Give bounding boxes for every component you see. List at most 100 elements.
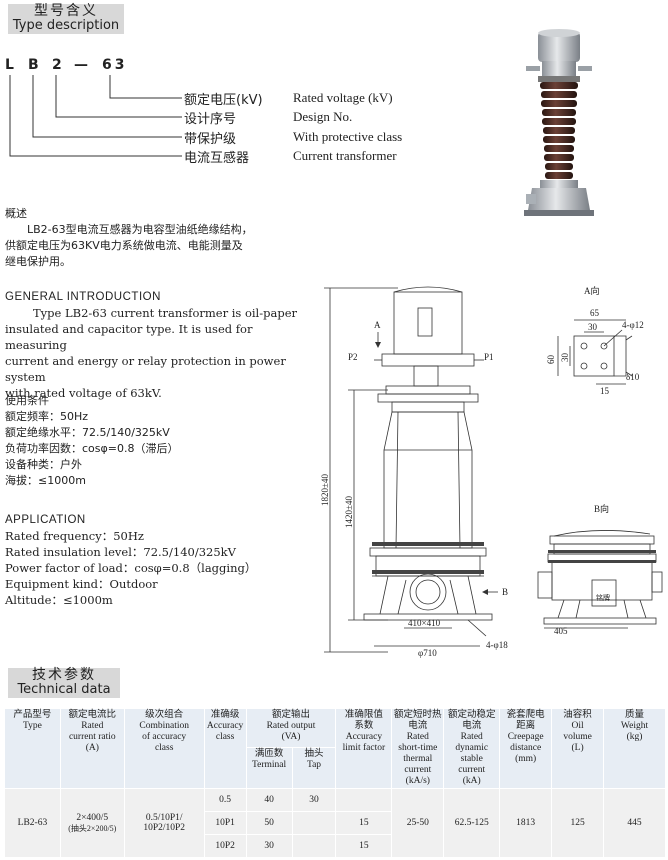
cell-tap — [291, 834, 337, 858]
conditions-cn-line: 额定频率：50Hz — [5, 410, 89, 423]
cell-accuracy-class: 10P2 — [203, 834, 247, 858]
conditions-cn-line: 额定绝缘水平：72.5/140/325kV — [5, 426, 170, 439]
legend-en-ct: Current transformer — [293, 148, 397, 163]
application-line: Power factor of load：cosφ=0.8（lagging） — [5, 561, 257, 575]
cell-dynamic-current: 62.5-125 — [443, 788, 501, 858]
technical-data-heading: 技术参数 Technical data — [8, 667, 120, 698]
legend-cn-protective: 带保护级 — [184, 132, 237, 147]
cell-limit-factor: 15 — [335, 811, 393, 835]
dim-bolt: 4-φ18 — [486, 640, 508, 650]
a-dim-holes: 4-φ12 — [622, 320, 644, 330]
arrow-a-label: A — [374, 320, 381, 330]
dim-total-height: 1820±40 — [320, 474, 330, 506]
conditions-cn-line: 设备种类：户外 — [5, 458, 82, 471]
a-dim-thick: δ10 — [626, 372, 640, 382]
legend-en-design: Design No. — [293, 109, 353, 124]
type-description-heading: 型号含义 Type description — [8, 3, 124, 34]
cell-terminal: 30 — [245, 834, 293, 858]
dim-body-height: 1420±40 — [344, 496, 354, 528]
dim-base-dia: φ710 — [418, 648, 437, 658]
general-introduction: GENERAL INTRODUCTION Type LB2-63 current… — [5, 289, 305, 401]
view-a-title: A向 — [584, 285, 600, 296]
dim-base-holes: 410×410 — [408, 618, 441, 628]
overview-cn-line: 供额定电压为63KV电力系统做电流、电能测量及 — [5, 239, 243, 252]
cell-weight: 445 — [603, 788, 666, 858]
a-dim-15: 15 — [600, 386, 610, 396]
code-char-63: 63 — [102, 57, 128, 73]
cell-accuracy-combination: 0.5/10P1/ 10P2/10P2 — [123, 788, 205, 858]
application-line: Rated frequency：50Hz — [5, 529, 144, 543]
cell-accuracy-class: 10P1 — [203, 811, 247, 835]
cell-terminal: 50 — [245, 811, 293, 835]
code-char-2: 2 — [52, 57, 62, 73]
p2-label: P2 — [348, 352, 358, 362]
a-dim-30-side: 30 — [560, 353, 570, 363]
legend-cn-voltage: 额定电压(kV) — [184, 93, 263, 108]
a-dim-60: 60 — [546, 355, 556, 365]
view-b-detail: B向 405 铭牌 — [537, 503, 663, 636]
general-introduction-line: insulated and capacitor type. It is used… — [5, 322, 253, 352]
cell-ratio: 2×400/5 (抽头2×200/5) — [59, 788, 125, 858]
p1-label: P1 — [484, 352, 494, 362]
application: APPLICATION Rated frequency：50Hz Rated i… — [5, 512, 305, 608]
legend-en-protective: With protective class — [293, 129, 403, 144]
conditions-cn-line: 负荷功率因数：cosφ=0.8（滞后） — [5, 442, 179, 455]
overview-cn-line: LB2-63型电流互感器为电容型油纸绝缘结构， — [27, 223, 253, 236]
code-char-b: B — [28, 57, 39, 73]
overview-cn-line: 继电保护用。 — [5, 255, 71, 268]
cell-terminal: 40 — [245, 788, 293, 812]
code-char-dash: — — [74, 57, 88, 73]
legend-en-voltage: Rated voltage (kV) — [293, 90, 393, 105]
view-b-title: B向 — [594, 503, 609, 514]
cell-type: LB2-63 — [4, 788, 61, 858]
table-row: 10P2 30 15 — [5, 834, 666, 858]
dim-b-width: 405 — [554, 626, 568, 636]
general-introduction-line: with rated voltage of 63kV. — [5, 386, 162, 400]
cell-thermal-current: 25-50 — [391, 788, 445, 858]
table-row: 10P1 50 15 — [5, 811, 666, 835]
general-introduction-line: current and energy or relay protection i… — [5, 354, 286, 384]
cell-tap — [291, 811, 337, 835]
type-description-heading-en: Type description — [12, 18, 120, 34]
product-photo — [524, 29, 594, 216]
cell-limit-factor: 15 — [335, 834, 393, 858]
technical-data-heading-cn: 技术参数 — [32, 667, 96, 683]
technical-data-heading-en: Technical data — [17, 682, 111, 698]
table-row: LB2-63 2×400/5 (抽头2×200/5) 0.5/10P1/ 10P… — [4, 788, 666, 858]
cell-limit-factor — [335, 788, 393, 812]
cell-oil-volume: 125 — [551, 788, 605, 858]
application-heading: APPLICATION — [5, 514, 86, 526]
application-line: Rated insulation level：72.5/140/325kV — [5, 545, 236, 559]
nameplate-label: 铭牌 — [596, 593, 610, 602]
cell-accuracy-class: 0.5 — [203, 788, 247, 812]
general-introduction-heading: GENERAL INTRODUCTION — [5, 291, 161, 303]
view-a-detail: A向 65 30 4-φ12 60 30 δ10 15 — [546, 285, 644, 396]
application-line: Altitude：≤1000m — [5, 593, 113, 607]
conditions-cn: 使用条件 额定频率：50Hz 额定绝缘水平：72.5/140/325kV 负荷功… — [5, 393, 305, 489]
overview-cn-heading: 概述 — [5, 207, 27, 220]
outline-drawing: A P2 P1 B 410×410 φ710 4-φ18 1820±40 142… — [320, 286, 508, 658]
a-dim-30-top: 30 — [588, 322, 598, 332]
conditions-cn-line: 海拔：≤1000m — [5, 474, 86, 487]
application-line: Equipment kind：Outdoor — [5, 577, 158, 591]
overview-cn: 概述 LB2-63型电流互感器为电容型油纸绝缘结构， 供额定电压为63KV电力系… — [5, 206, 305, 270]
a-dim-65: 65 — [590, 308, 600, 318]
arrow-b-label: B — [502, 587, 508, 597]
legend-cn-design: 设计序号 — [184, 112, 237, 127]
conditions-cn-heading: 使用条件 — [5, 394, 49, 407]
code-char-l: L — [5, 57, 14, 73]
legend-cn-ct: 电流互感器 — [184, 151, 250, 166]
